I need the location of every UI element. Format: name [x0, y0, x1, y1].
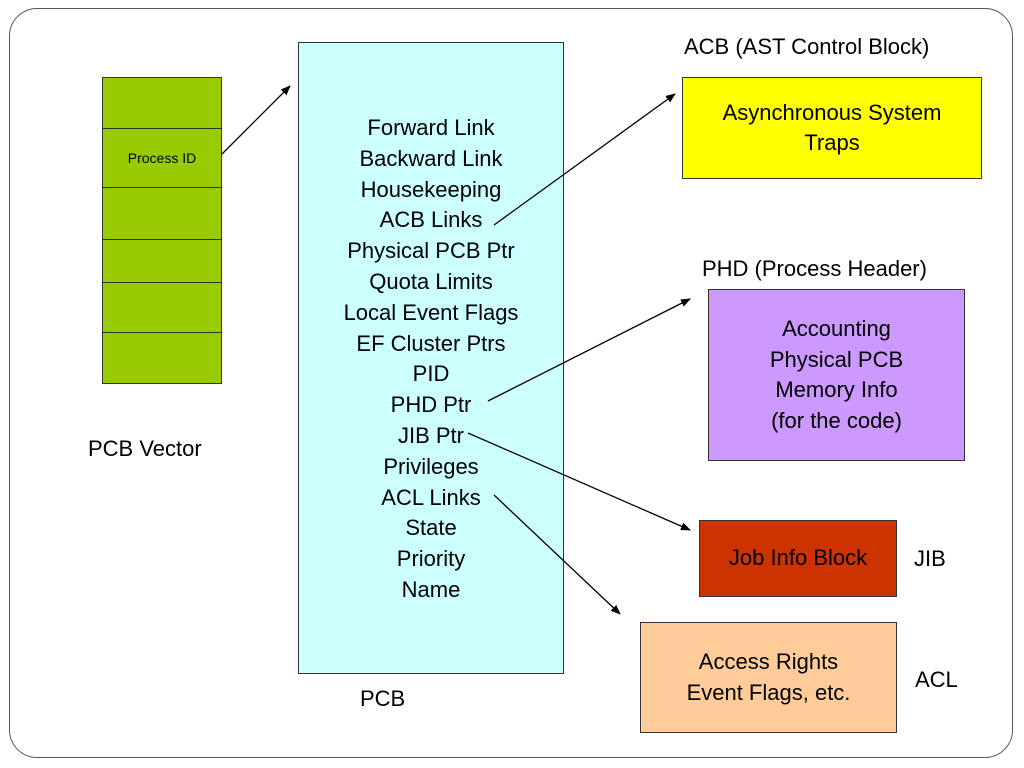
phd-block-line: Physical PCB	[769, 346, 904, 372]
pcb-vector-cell	[102, 332, 222, 384]
phd-block-line: (for the code)	[771, 407, 902, 433]
jib-block: Job Info Block	[699, 520, 897, 597]
acl-caption: ACL	[915, 667, 958, 692]
pcb-vector-cell-label	[103, 283, 221, 332]
pcb-caption: PCB	[360, 686, 406, 711]
pcb-field: Privileges	[383, 453, 479, 479]
pcb-field: Backward Link	[359, 145, 503, 171]
jib-block-line: Job Info Block	[728, 545, 868, 571]
phd-block: Accounting Physical PCB Memory Info (for…	[708, 289, 965, 461]
pcb-vector-cell	[102, 187, 222, 240]
pcb-field: EF Cluster Ptrs	[356, 330, 506, 356]
pcb-vector-cell-label	[103, 240, 221, 282]
acl-block-line: Access Rights	[698, 649, 839, 674]
pcb-field-list: Forward Link Backward Link Housekeeping …	[298, 113, 564, 606]
pcb-field: ACL Links	[381, 484, 481, 510]
pcb-field: Name	[401, 576, 461, 602]
pcb-vector-cell	[102, 77, 222, 129]
pcb-field: Housekeeping	[360, 176, 502, 202]
pcb-field: Priority	[396, 546, 466, 572]
pcb-field: JIB Ptr	[397, 422, 464, 448]
pcb-vector-cell-label: Process ID	[127, 150, 197, 166]
pcb-vector-cell	[102, 239, 222, 283]
acl-block: Access Rights Event Flags, etc.	[640, 622, 897, 733]
jib-caption: JIB	[914, 546, 946, 571]
pcb-field: State	[405, 515, 457, 541]
pcb-field: PID	[412, 361, 450, 387]
pcb-field: ACB Links	[379, 207, 483, 233]
pcb-field: PHD Ptr	[390, 392, 472, 418]
phd-block-line: Memory Info	[775, 377, 898, 402]
phd-block-line: Accounting	[782, 316, 891, 341]
pcb-field: Local Event Flags	[343, 299, 519, 325]
pcb-vector-cell-process-id: Process ID	[102, 128, 222, 188]
pcb-vector-cell	[102, 282, 222, 333]
acb-block-line: Traps	[804, 130, 860, 155]
pcb-vector-cell-label	[103, 333, 221, 383]
pcb-vector-cell-label	[103, 188, 221, 239]
pcb-vector-cell-label	[103, 78, 221, 128]
pcb-field: Quota Limits	[369, 268, 493, 294]
pcb-vector-caption: PCB Vector	[88, 436, 202, 461]
acb-block: Asynchronous System Traps	[682, 77, 982, 179]
pcb-field: Physical PCB Ptr	[347, 238, 515, 264]
acl-block-line: Event Flags, etc.	[686, 679, 851, 705]
pcb-field: Forward Link	[367, 115, 495, 140]
acb-caption: ACB (AST Control Block)	[684, 34, 930, 59]
phd-caption: PHD (Process Header)	[702, 256, 927, 281]
acb-block-line: Asynchronous System	[722, 99, 942, 125]
